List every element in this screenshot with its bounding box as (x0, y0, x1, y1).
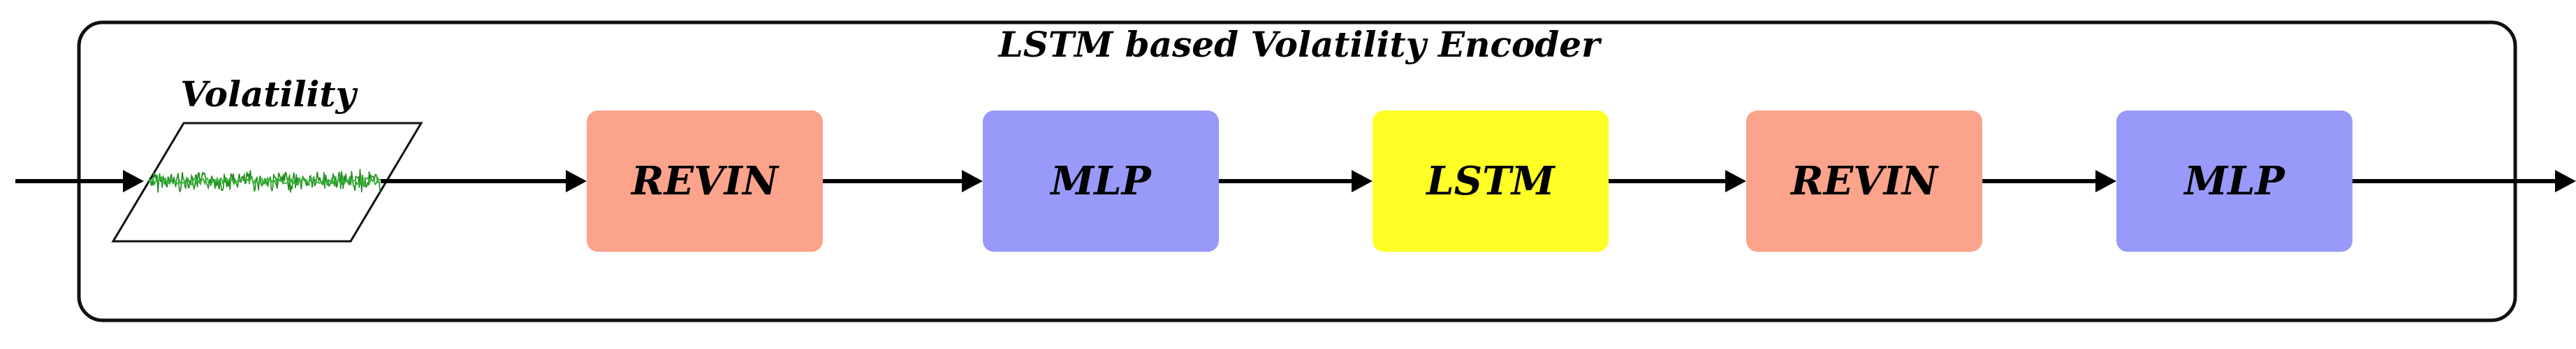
block-3: LSTM (1373, 111, 1609, 252)
block-5: MLP (2116, 111, 2352, 252)
output-arrow (2352, 170, 2576, 192)
block-2: MLP (983, 111, 1219, 252)
block-2-box (983, 111, 1219, 252)
signal-core-line (148, 176, 381, 187)
block-3-label: LSTM (1425, 158, 1556, 204)
output-arrow-head (2555, 170, 2576, 192)
arrow-block-1-to-2-head (962, 170, 983, 192)
input-label: Volatility (180, 73, 358, 115)
flow-arrows (15, 170, 2576, 192)
block-1: REVIN (587, 111, 823, 252)
block-1-box (587, 111, 823, 252)
arrow-block-3-to-4-head (1725, 170, 1746, 192)
input-arrow-head (123, 170, 144, 192)
block-1-label: REVIN (630, 158, 780, 204)
block-4-box (1746, 111, 1982, 252)
arrow-input-to-block-1 (381, 170, 587, 192)
arrow-block-1-to-2 (823, 170, 983, 192)
block-5-label: MLP (2183, 158, 2285, 204)
block-5-box (2116, 111, 2352, 252)
block-2-label: MLP (1049, 158, 1152, 204)
arrow-input-to-block-1-head (566, 170, 587, 192)
arrow-block-2-to-3-head (1352, 170, 1373, 192)
signal-line (148, 169, 381, 193)
block-4: REVIN (1746, 111, 1982, 252)
encoder-blocks: REVIN MLP LSTM REVIN MLP (587, 111, 2352, 252)
input-arrow (15, 170, 144, 192)
encoder-frame (77, 20, 2517, 322)
volatility-signal (148, 169, 381, 193)
arrow-block-4-to-5 (1982, 170, 2116, 192)
arrow-block-4-to-5-head (2095, 170, 2116, 192)
block-4-label: REVIN (1790, 158, 1939, 204)
arrow-block-2-to-3 (1219, 170, 1373, 192)
arrow-block-3-to-4 (1609, 170, 1746, 192)
encoder-title: LSTM based Volatility Encoder (997, 24, 1603, 65)
block-3-box (1373, 111, 1609, 252)
